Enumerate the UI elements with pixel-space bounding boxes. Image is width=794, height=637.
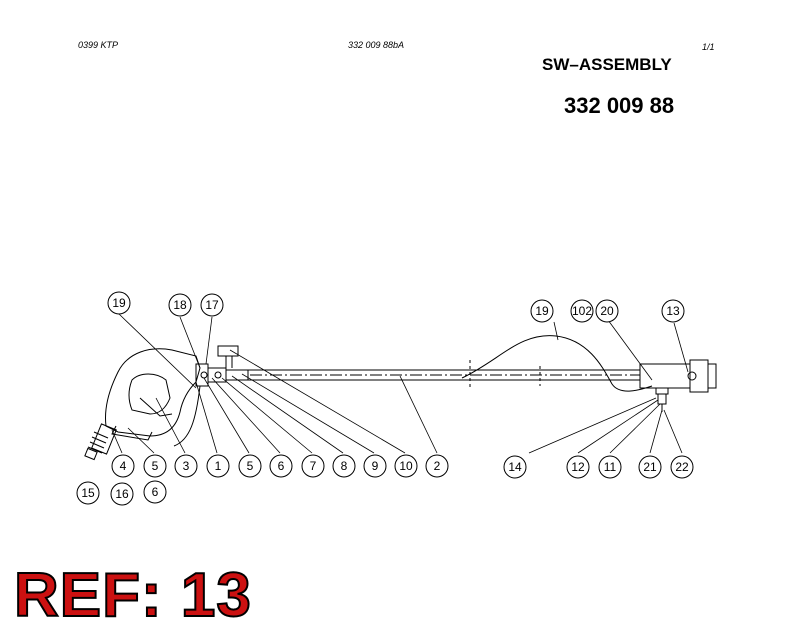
callout-10: 10 (394, 454, 418, 478)
callout-2: 2 (425, 454, 449, 478)
callout-15: 15 (76, 481, 100, 505)
callout-5-gun: 5 (143, 454, 167, 478)
callout-14: 14 (503, 455, 527, 479)
callout-3: 3 (174, 454, 198, 478)
leader-lines (111, 313, 689, 454)
callout-6-nozzle: 6 (143, 480, 167, 504)
callout-18: 18 (168, 293, 192, 317)
reference-label: REF: 13 (13, 561, 252, 630)
callout-label: 17 (205, 298, 219, 312)
callout-9: 9 (363, 454, 387, 478)
callout-6-valve: 6 (269, 454, 293, 478)
callout-16: 16 (110, 482, 134, 506)
callout-4: 4 (111, 454, 135, 478)
header-drawing-number: 332 009 88bA (348, 40, 405, 50)
callout-label: 15 (81, 486, 95, 500)
callout-label: 19 (112, 296, 126, 310)
assembly-part-number: 332 009 88 (564, 93, 675, 118)
callout-label: 5 (247, 459, 254, 473)
callout-label: 7 (310, 459, 317, 473)
callout-19-gun: 19 (107, 291, 131, 315)
callout-22: 22 (670, 455, 694, 479)
callout-label: 1 (215, 459, 222, 473)
callout-label: 20 (600, 304, 614, 318)
nozzle-fitting (84, 423, 117, 461)
header-sheet-number: 1/1 (702, 42, 715, 52)
callout-label: 10 (399, 459, 413, 473)
callout-8: 8 (332, 454, 356, 478)
callout-label: 12 (571, 460, 585, 474)
callout-label: 2 (434, 459, 441, 473)
callout-label: 6 (278, 459, 285, 473)
callout-label: 16 (115, 487, 129, 501)
callout-label: 19 (535, 304, 549, 318)
callout-label: 5 (152, 459, 159, 473)
callout-label: 4 (120, 459, 127, 473)
hose-line (461, 335, 653, 392)
callout-label: 22 (675, 460, 689, 474)
callout-7: 7 (301, 454, 325, 478)
callout-label: 18 (173, 298, 187, 312)
callout-13: 13 (661, 299, 685, 323)
lance-head (639, 359, 717, 412)
callout-12: 12 (566, 455, 590, 479)
callout-label: 11 (604, 460, 617, 474)
callout-19-hose: 19 (530, 299, 554, 323)
callout-20: 20 (595, 299, 619, 323)
callout-label: 3 (183, 459, 190, 473)
hose-line-gun (173, 385, 201, 447)
callout-5-valve: 5 (238, 454, 262, 478)
gun-body (105, 348, 201, 441)
callout-label: 6 (152, 485, 159, 499)
callout-21: 21 (638, 455, 662, 479)
callout-102: 102 (570, 299, 594, 323)
callout-label: 14 (508, 460, 522, 474)
callout-label: 9 (372, 459, 379, 473)
callout-17: 17 (200, 293, 224, 317)
callout-11: 11 (598, 455, 622, 479)
callout-1: 1 (206, 454, 230, 478)
callout-label: 102 (572, 304, 592, 318)
lance-tube (248, 360, 640, 390)
callout-label: 8 (341, 459, 348, 473)
assembly-title: SW–ASSEMBLY (542, 55, 672, 74)
valve-block (195, 345, 249, 387)
callout-label: 21 (643, 460, 657, 474)
header-code-left: 0399 KTP (78, 40, 119, 50)
callout-label: 13 (666, 304, 680, 318)
